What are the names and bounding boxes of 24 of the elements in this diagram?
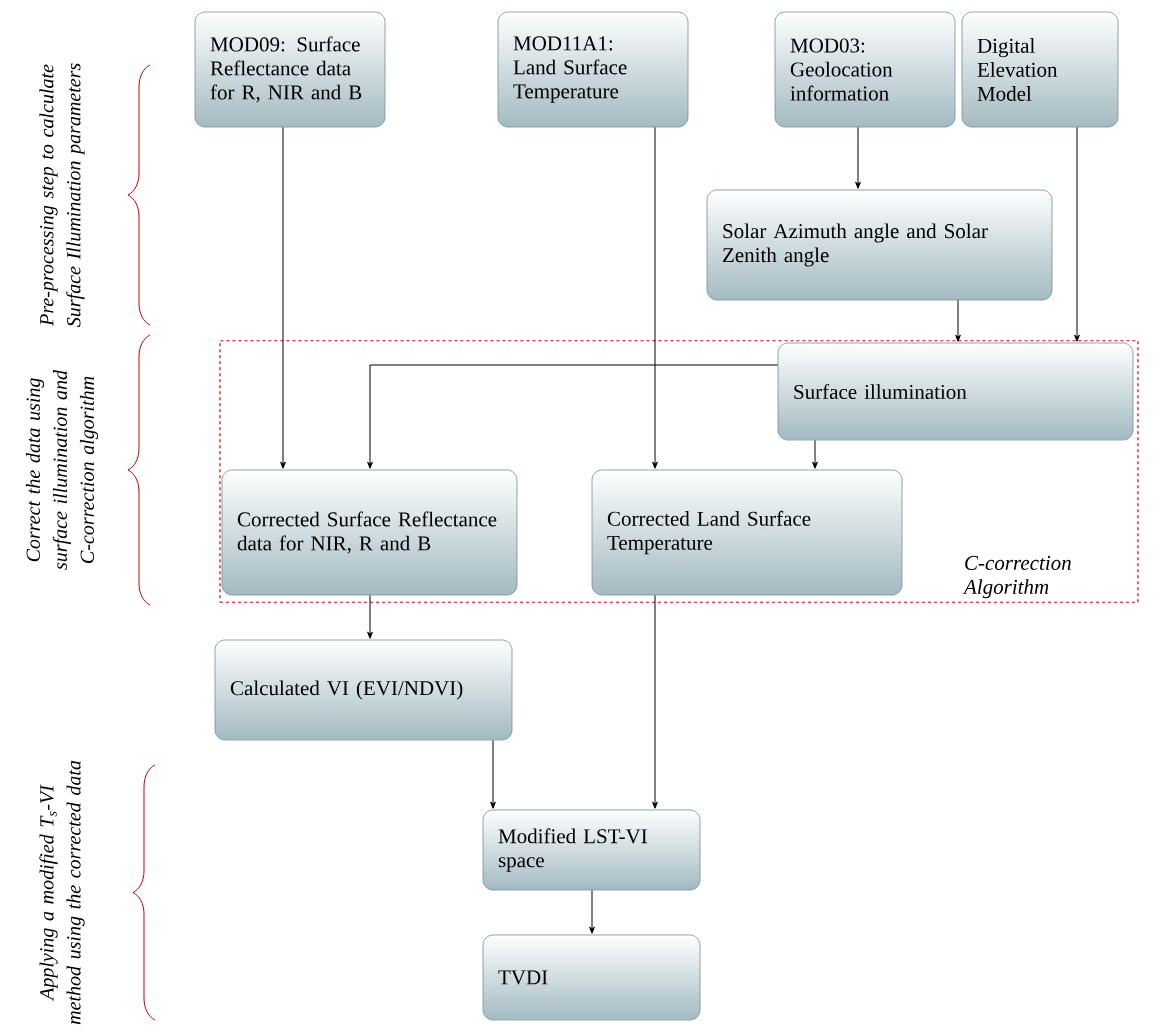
process-box: Digital Elevation Model [961,11,1119,128]
side-label: Correct the data using surface illumination and C-correction algorithm [25,369,99,570]
process-box: MOD11A1: Land Surface Temperature [497,11,689,128]
arrow [589,889,595,934]
process-box: Calculated VI (EVI/NDVI) [214,639,513,741]
process-box: Solar Azimuth angle and Solar Zenith angle [706,189,1053,301]
arrow [367,364,779,469]
process-box: TVDI [482,934,701,1021]
arrow [652,126,658,469]
process-box: MOD09: Surface Reflectance data for R, NIR and B [194,11,386,128]
process-box: Surface illumination [777,342,1134,441]
arrow [855,126,861,189]
process-box: Corrected Surface Reflectance data for NIR, R and B [221,469,518,596]
process-box: Modified LST-VI space [482,809,701,891]
arrow [812,439,818,469]
arrow [490,739,496,809]
arrow [367,594,373,639]
side-label: Pre-processing step to calculate Surface Illumination parameters [39,63,85,327]
arrow [652,594,658,809]
arrow [1074,126,1080,342]
process-box: MOD03: Geolocation information [774,11,956,128]
arrow [280,126,286,469]
arrow [955,299,961,342]
process-box: Corrected Land Surface Temperature [591,469,903,596]
